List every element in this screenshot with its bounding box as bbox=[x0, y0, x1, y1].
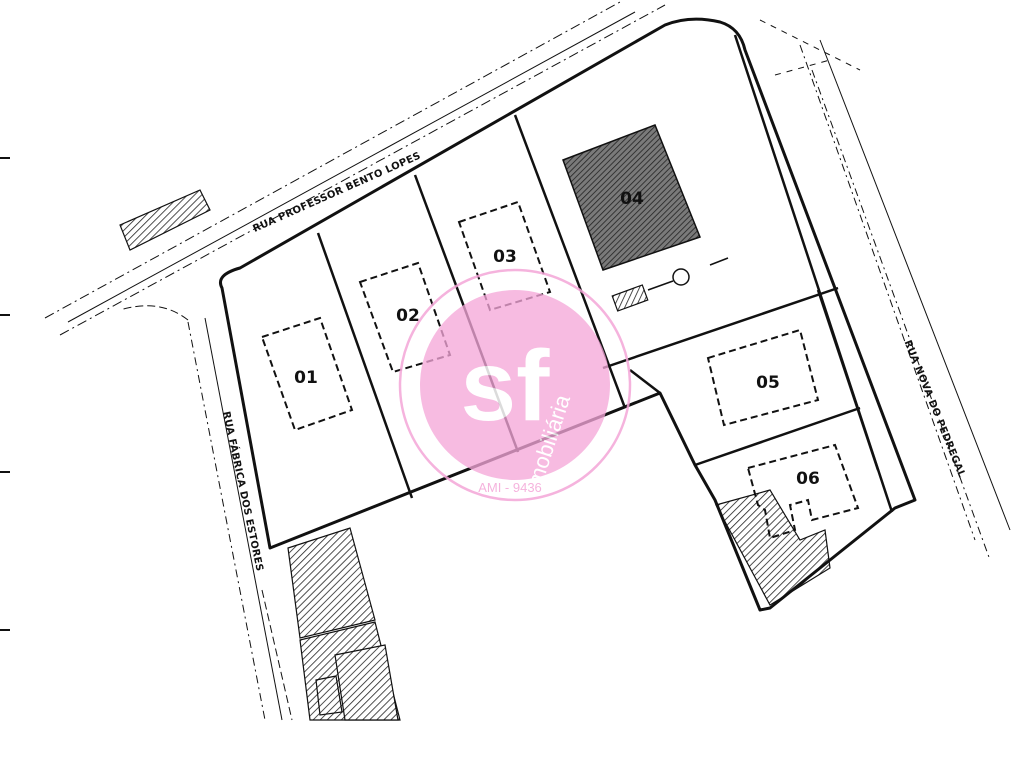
lot-labels: 01 02 03 04 05 06 bbox=[294, 189, 820, 489]
lot-label-03: 03 bbox=[493, 247, 517, 267]
lot-divisions bbox=[316, 34, 894, 513]
watermark-letters: sf bbox=[461, 330, 551, 442]
lot-04-building bbox=[562, 124, 701, 271]
lot-label-06: 06 bbox=[796, 469, 820, 489]
margin-ticks bbox=[0, 157, 10, 631]
lot-04-tree bbox=[647, 257, 729, 291]
street-label-north: RUA PROFESSOR BENTO LOPES bbox=[251, 151, 422, 235]
lot-label-05: 05 bbox=[756, 373, 780, 393]
lot-label-04: 04 bbox=[620, 189, 644, 209]
street-label-east: RUA NOVA DO PEDREGAL bbox=[902, 339, 967, 480]
lot-label-02: 02 bbox=[396, 306, 420, 326]
existing-buildings bbox=[119, 189, 831, 721]
watermark-license: AMI - 9436 bbox=[478, 480, 542, 495]
block-outline bbox=[219, 17, 917, 612]
street-edges bbox=[44, 1, 1011, 721]
lot-04-annex bbox=[611, 284, 649, 312]
lot-label-01: 01 bbox=[294, 368, 318, 388]
watermark-logo: sf imobiliária AMI - 9436 bbox=[398, 268, 632, 502]
